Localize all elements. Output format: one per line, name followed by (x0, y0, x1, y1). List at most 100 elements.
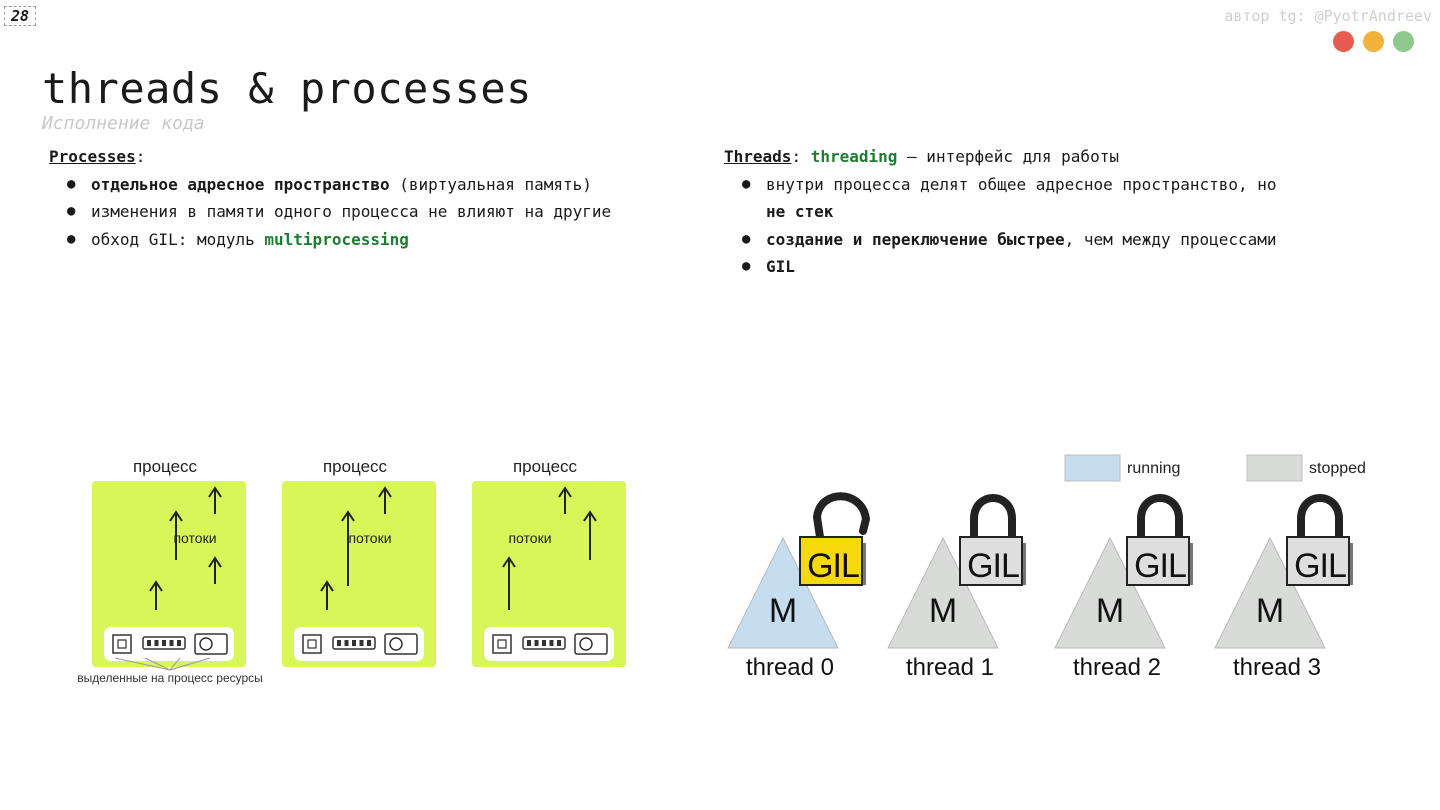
open-lock-icon: GIL (799, 492, 871, 586)
thread-label: thread 0 (746, 654, 834, 681)
legend-swatch (1246, 454, 1303, 482)
ram-icon (522, 636, 566, 650)
arrow-head-icon (341, 510, 355, 522)
lock-icon: GIL (1286, 494, 1353, 586)
lock-body (799, 536, 863, 586)
ram-chip-icon (344, 640, 349, 646)
lock-label: GIL (1294, 547, 1346, 585)
bracket-line (169, 657, 211, 671)
page-subtitle: Исполнение кода (42, 113, 205, 134)
arrow-head-icon (378, 486, 392, 498)
list-item: отдельное адресное пространство (виртуал… (67, 171, 709, 199)
lock-shackle (970, 494, 1016, 537)
lock-shackle (812, 492, 871, 541)
yellow-dot-icon (1363, 31, 1384, 52)
legend-label: stopped (1309, 460, 1366, 477)
resources-bg (294, 627, 424, 661)
threads-heading: Threads (724, 147, 792, 166)
arrow-head-icon (208, 556, 222, 568)
cpu-icon (492, 634, 512, 654)
ram-chip-icon (147, 640, 151, 646)
arrow-head-icon (208, 486, 222, 498)
lock-label: GIL (967, 547, 1019, 585)
arrow-head-icon (320, 580, 334, 592)
cpu-icon (302, 634, 322, 654)
lock-label: GIL (1134, 547, 1186, 585)
lock-body (1126, 536, 1190, 586)
ram-chip-icon (557, 640, 561, 646)
arrow-head-icon (502, 556, 516, 568)
ram-chip-icon (169, 640, 174, 646)
resources-panel (104, 627, 234, 661)
ram-chip-icon (359, 640, 364, 646)
process-label: процесс (323, 457, 388, 476)
process-label: процесс (133, 457, 198, 476)
memory-triangle (1054, 536, 1166, 649)
bracket-line (114, 657, 171, 671)
item-text: внутри процесса делят общее адресное про… (766, 174, 1277, 194)
item-text: изменения в памяти одного процесса не вл… (91, 202, 612, 221)
item-bold: отдельное адресное пространство (91, 174, 390, 194)
processes-list: отдельное адресное пространство (виртуал… (49, 171, 709, 254)
ram-chip-icon (352, 640, 356, 646)
thread-label: thread 2 (1073, 654, 1161, 681)
lock-shackle (1297, 494, 1343, 537)
ram-icon (332, 636, 376, 650)
gpu-icon (194, 633, 228, 655)
resources-bg (484, 627, 614, 661)
slide-number: 28 (4, 6, 36, 26)
memory-label: M (769, 592, 797, 630)
cpu-core-icon (117, 639, 127, 649)
list-item: внутри процесса делят общее адресное про… (742, 171, 1364, 226)
processes-colon: : (135, 147, 146, 166)
process-body (92, 481, 246, 667)
list-item: обход GIL: модуль multiprocessing (67, 226, 709, 254)
lock-icon: GIL (1126, 494, 1193, 586)
threads-label: потоки (173, 530, 216, 546)
legend-label: running (1127, 460, 1180, 477)
green-dot-icon (1393, 31, 1414, 52)
cpu-core-icon (497, 639, 507, 649)
threads-colon: : (791, 147, 811, 166)
ram-icon (142, 636, 186, 650)
memory-label: M (1256, 592, 1284, 630)
window-dots (1333, 31, 1414, 52)
threads-section: Threads: threading – интерфейс для работ… (724, 143, 1364, 281)
memory-triangle (887, 536, 999, 649)
legend-item: stopped (1246, 454, 1366, 482)
bracket-line (169, 657, 181, 671)
item-text: (виртуальная память) (389, 174, 592, 194)
arrow-head-icon (558, 486, 572, 498)
process-body (282, 481, 436, 667)
gpu-icon (574, 633, 608, 655)
cpu-core-icon (307, 639, 317, 649)
ram-chip-icon (367, 640, 371, 646)
threads-label: потоки (508, 530, 551, 546)
list-item: создание и переключение быстрее, чем меж… (742, 226, 1364, 254)
resources-panel (294, 627, 424, 661)
ram-chip-icon (154, 640, 159, 646)
resources-panel (484, 627, 614, 661)
arrow-head-icon (583, 510, 597, 522)
memory-label: M (1096, 592, 1124, 630)
list-item: GIL (742, 253, 1364, 281)
red-dot-icon (1333, 31, 1354, 52)
arrow-head-icon (169, 510, 183, 522)
threads-list: внутри процесса делят общее адресное про… (724, 171, 1364, 281)
gpu-icon (384, 633, 418, 655)
threads-suffix: – интерфейс для работы (897, 147, 1119, 166)
author-credit: автор tg: @PyotrAndreev (1224, 7, 1432, 25)
lock-body (1286, 536, 1350, 586)
process-box: процесс потоки (472, 457, 626, 667)
ram-chip-icon (162, 640, 166, 646)
processes-heading: Processes (49, 147, 136, 166)
resources-bracket (114, 657, 211, 671)
memory-triangle (727, 536, 839, 649)
ram-chip-icon (549, 640, 554, 646)
lock-shackle (1137, 494, 1183, 537)
process-label: процесс (513, 457, 578, 476)
gpu-fan-icon (579, 637, 593, 651)
